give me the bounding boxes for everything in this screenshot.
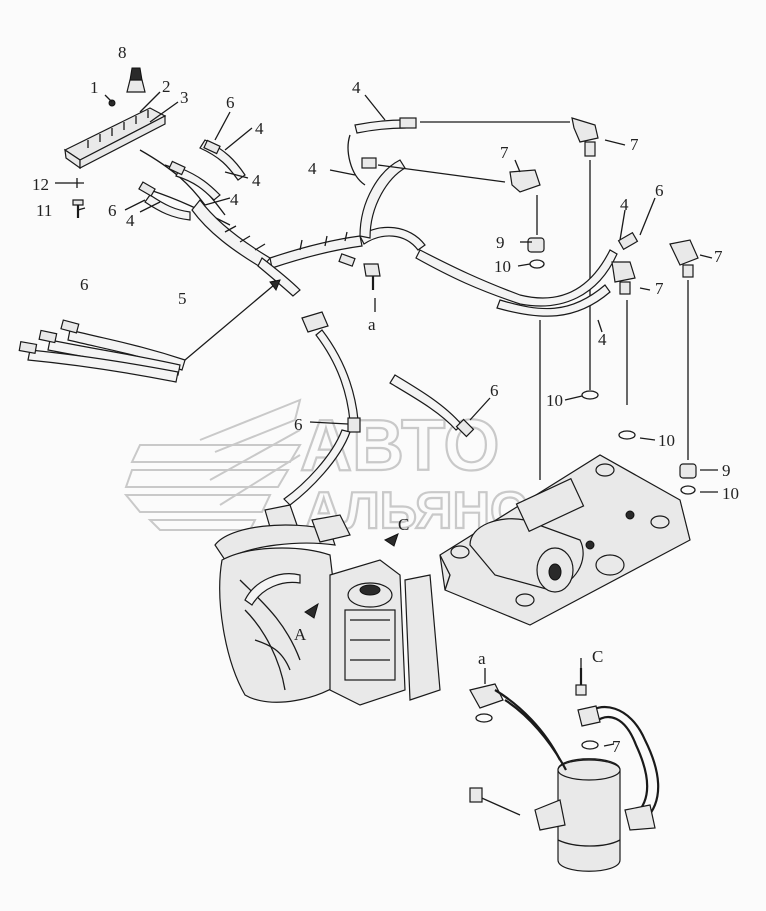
banjo-fitting-far <box>669 239 699 266</box>
sender-unit <box>126 79 146 93</box>
callout-11: 11 <box>36 201 52 220</box>
callout-7-mid: 7 <box>500 143 509 162</box>
callout-4-a: 4 <box>255 119 264 138</box>
callout-8: 8 <box>118 43 127 62</box>
callout-6-bundle: 6 <box>80 275 89 294</box>
callout-4-right: 4 <box>620 195 629 214</box>
callout-6-centre: 6 <box>490 381 499 400</box>
callout-2: 2 <box>162 77 171 96</box>
callout-6-left: 6 <box>108 201 117 220</box>
banjo-fitting-lower <box>611 261 636 283</box>
watermark-line1: АВТО <box>300 406 499 486</box>
terminal-block <box>63 67 167 218</box>
callout-a-top: a <box>368 315 376 334</box>
callout-C: C <box>592 647 603 666</box>
nut-9 <box>527 237 545 253</box>
callout-9-top: 9 <box>496 233 505 252</box>
callout-7-tank: 7 <box>612 737 621 756</box>
callout-a-bottom: a <box>478 649 486 668</box>
callout-7-right: 7 <box>630 135 639 154</box>
callout-12: 12 <box>32 175 49 194</box>
callout-4-mid: 4 <box>308 159 317 178</box>
callout-4-top: 4 <box>352 78 361 97</box>
watermark-emblem <box>123 398 302 531</box>
upper-right-hoses <box>347 117 699 495</box>
arrow-C <box>383 533 399 547</box>
hose-bundle <box>18 279 281 383</box>
callout-7-lower: 7 <box>655 279 664 298</box>
oil-tank-assembly <box>469 668 660 872</box>
engine-assembly <box>214 514 441 706</box>
terminal-screw <box>108 99 116 107</box>
callout-6-lower: 6 <box>294 415 303 434</box>
callout-4-lower: 4 <box>598 330 607 349</box>
callout-3: 3 <box>180 88 189 107</box>
callout-1: 1 <box>90 78 99 97</box>
callout-10-a: 10 <box>546 391 563 410</box>
callout-4-d: 4 <box>126 211 135 230</box>
banjo-fitting-right <box>571 117 599 143</box>
callout-7-far: 7 <box>714 247 723 266</box>
callout-6-top: 6 <box>226 93 235 112</box>
callout-labels: 8 1 2 3 6 4 4 4 6 4 12 11 4 4 7 7 9 10 4… <box>32 43 739 756</box>
callout-5: 5 <box>178 289 187 308</box>
callout-10-c: 10 <box>722 484 739 503</box>
wire-harness <box>138 139 426 297</box>
view-label-C: C <box>398 515 409 534</box>
callout-10-top: 10 <box>494 257 511 276</box>
arrow-A <box>304 602 319 619</box>
callout-6-right: 6 <box>655 181 664 200</box>
banjo-fitting-mid <box>509 169 541 193</box>
callout-4-c: 4 <box>230 190 239 209</box>
valve-block-unit <box>439 454 691 626</box>
callout-4-b: 4 <box>252 171 261 190</box>
leader-lines <box>55 91 718 747</box>
pipe-flange-a <box>469 683 504 709</box>
view-label-A: A <box>294 625 307 644</box>
callout-10-b: 10 <box>658 431 675 450</box>
callout-9-right: 9 <box>722 461 731 480</box>
